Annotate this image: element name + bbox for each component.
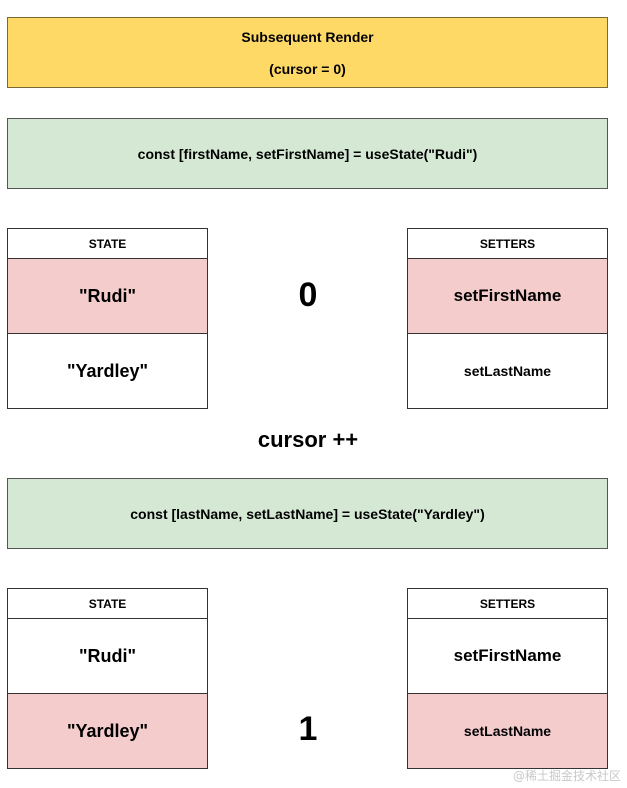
setters-header: SETTERS (407, 228, 608, 259)
setter-cell-firstname: setFirstName (407, 618, 608, 694)
cursor-initial-label: (cursor = 0) (269, 60, 346, 77)
watermark: @稀土掘金技术社区 (512, 769, 621, 783)
usestate-first-code: const [firstName, setFirstName] = useSta… (137, 145, 478, 162)
setter-cell-lastname: setLastName (407, 693, 608, 769)
render-title: Subsequent Render (241, 28, 374, 45)
state-header: STATE (7, 588, 208, 619)
state-cell-lastname: "Yardley" (7, 333, 208, 409)
cursor-increment-label: cursor ++ (257, 427, 359, 452)
usestate-first-box: const [firstName, setFirstName] = useSta… (7, 118, 608, 189)
state-header: STATE (7, 228, 208, 259)
state-cell-firstname: "Rudi" (7, 618, 208, 694)
usestate-second-box: const [lastName, setLastName] = useState… (7, 478, 608, 549)
state-cell-lastname: "Yardley" (7, 693, 208, 769)
render-header-box: Subsequent Render (cursor = 0) (7, 17, 608, 88)
cursor-value-1: 1 (298, 710, 318, 748)
setter-cell-firstname: setFirstName (407, 258, 608, 334)
usestate-second-code: const [lastName, setLastName] = useState… (130, 505, 485, 522)
state-cell-firstname: "Rudi" (7, 258, 208, 334)
cursor-value-0: 0 (298, 276, 318, 314)
setter-cell-lastname: setLastName (407, 333, 608, 409)
setters-header: SETTERS (407, 588, 608, 619)
